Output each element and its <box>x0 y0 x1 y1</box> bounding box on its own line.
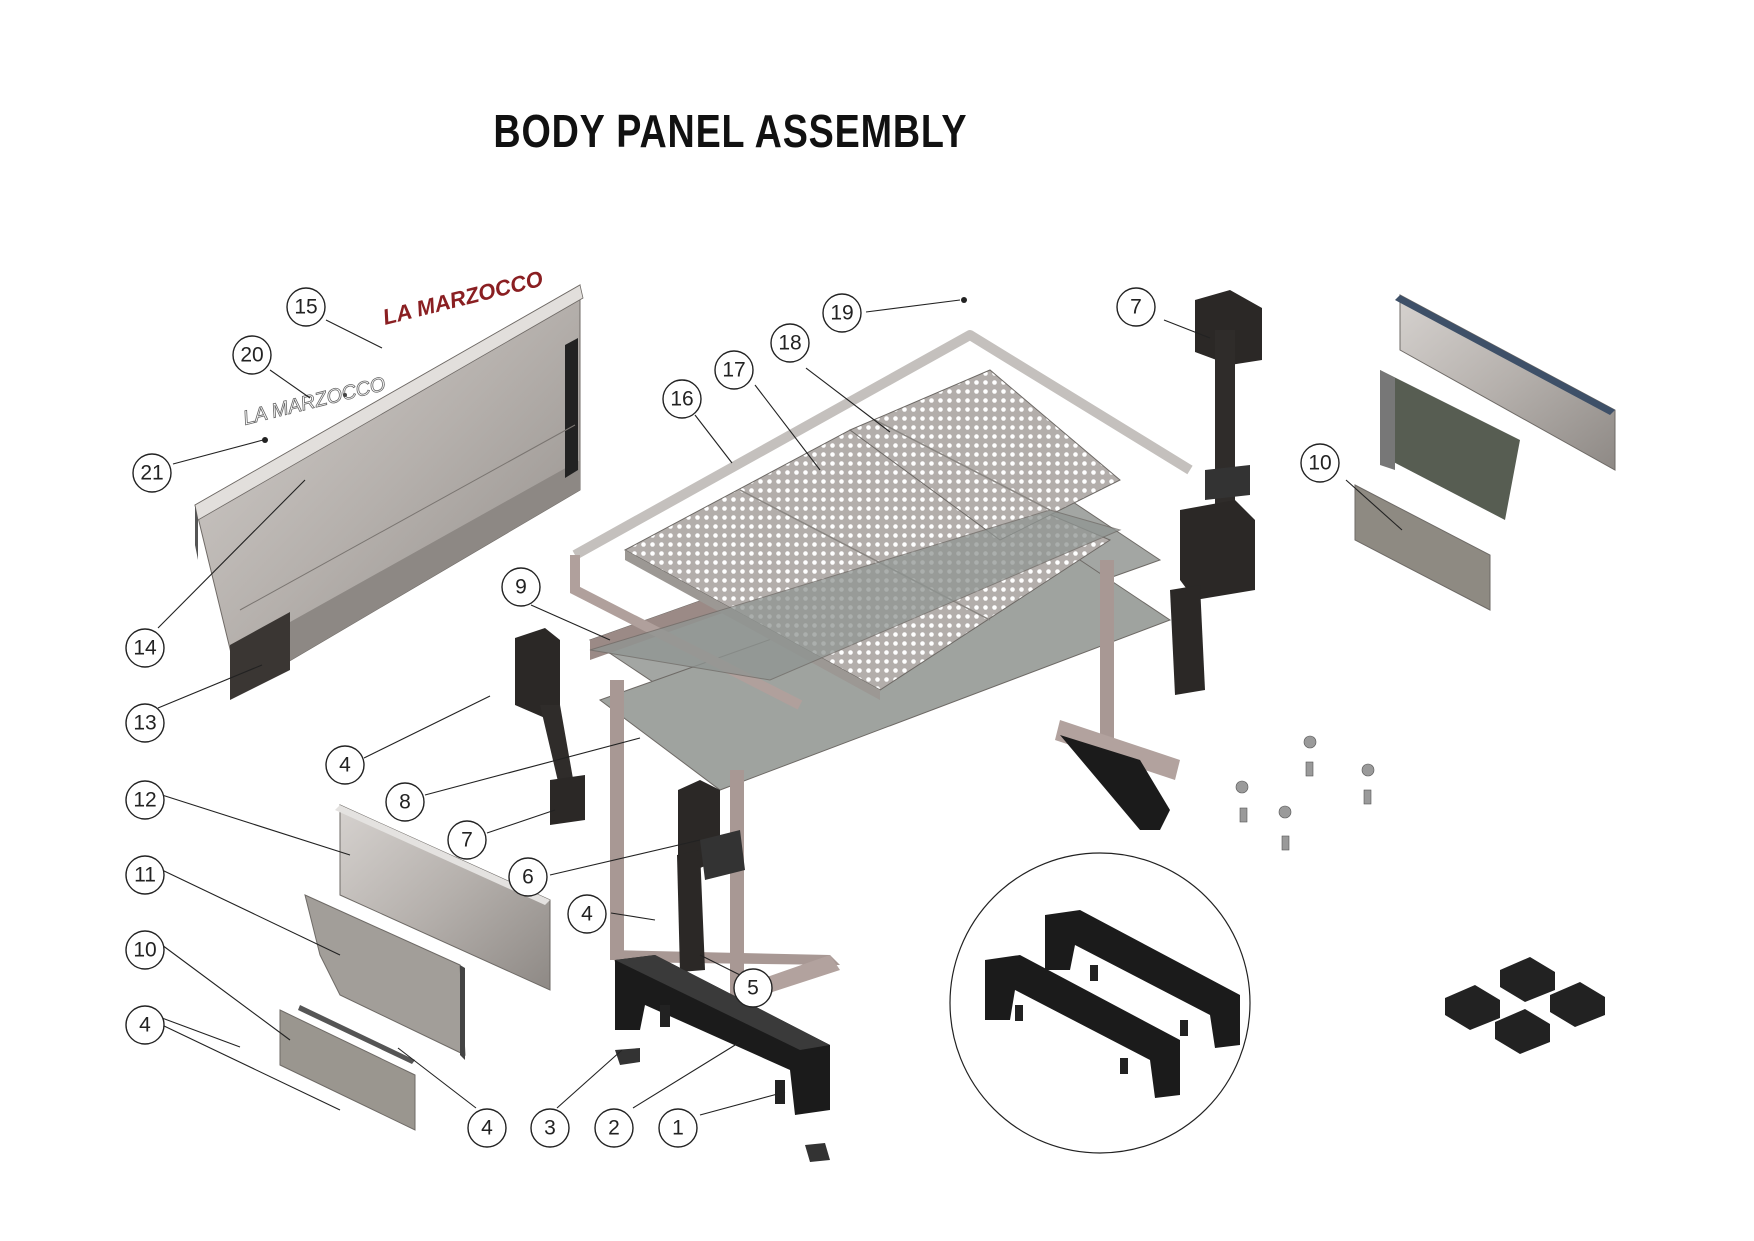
rubber-pads <box>1445 957 1605 1054</box>
callout-6: 6 <box>508 857 548 897</box>
svg-text:15: 15 <box>294 296 317 319</box>
callout-1: 1 <box>658 1108 698 1148</box>
svg-text:5: 5 <box>747 977 759 1000</box>
callout-10-right: 10 <box>1300 443 1340 483</box>
callout-9: 9 <box>501 567 541 607</box>
svg-text:4: 4 <box>339 754 351 777</box>
svg-text:8: 8 <box>399 791 411 814</box>
leader-lines <box>157 299 1403 1116</box>
svg-text:21: 21 <box>140 462 163 485</box>
callout-7-top: 7 <box>1116 287 1156 327</box>
callout-18: 18 <box>770 323 810 363</box>
svg-text:1: 1 <box>672 1117 684 1140</box>
right-side-panel <box>1354 294 1616 611</box>
callout-8: 8 <box>385 782 425 822</box>
callout-19: 19 <box>822 293 862 333</box>
svg-text:20: 20 <box>240 344 263 367</box>
drip-tray-plate <box>589 509 1122 681</box>
callout-3: 3 <box>530 1108 570 1148</box>
svg-text:12: 12 <box>133 789 156 812</box>
svg-text:6: 6 <box>522 866 534 889</box>
callout-4-d: 4 <box>467 1108 507 1148</box>
svg-text:17: 17 <box>722 359 745 382</box>
callout-17: 17 <box>714 350 754 390</box>
callout-15: 15 <box>286 287 326 327</box>
screw-21 <box>262 437 268 443</box>
feet-inset <box>949 852 1251 1154</box>
callout-20: 20 <box>232 335 272 375</box>
svg-text:2: 2 <box>608 1117 620 1140</box>
svg-text:4: 4 <box>481 1117 493 1140</box>
callout-7-left: 7 <box>447 820 487 860</box>
svg-text:7: 7 <box>461 829 473 852</box>
side-bracket-right-top <box>1170 290 1262 695</box>
svg-text:7: 7 <box>1130 296 1142 319</box>
callout-10-left: 10 <box>125 930 165 970</box>
svg-text:11: 11 <box>134 864 156 887</box>
callout-4-b: 4 <box>567 894 607 934</box>
svg-text:13: 13 <box>133 712 156 735</box>
callout-12: 12 <box>125 780 165 820</box>
callout-13: 13 <box>125 703 165 743</box>
callout-4-c: 4 <box>125 1005 165 1045</box>
front-panel-10 <box>279 1005 416 1131</box>
back-panel <box>194 284 584 700</box>
callout-5: 5 <box>733 968 773 1008</box>
side-bracket-left <box>515 628 585 825</box>
svg-text:16: 16 <box>670 388 693 411</box>
callout-16: 16 <box>662 379 702 419</box>
svg-text:4: 4 <box>139 1014 151 1037</box>
perforated-tray <box>623 369 1121 700</box>
svg-text:19: 19 <box>830 302 853 325</box>
screw-19 <box>961 297 967 303</box>
callout-2: 2 <box>594 1108 634 1148</box>
svg-text:4: 4 <box>581 903 593 926</box>
svg-text:14: 14 <box>133 637 157 660</box>
svg-text:3: 3 <box>544 1117 556 1140</box>
screw-20 <box>343 393 347 397</box>
foot-assembly <box>615 955 830 1162</box>
front-panel-12 <box>335 804 551 991</box>
callout-21: 21 <box>132 453 172 493</box>
front-bracket-6 <box>678 780 745 880</box>
svg-text:9: 9 <box>515 576 527 599</box>
fasteners <box>1235 735 1375 851</box>
callout-14: 14 <box>125 628 165 668</box>
front-bracket-5 <box>677 850 705 972</box>
callout-11: 11 <box>125 855 165 895</box>
svg-text:18: 18 <box>778 332 801 355</box>
front-panel-11 <box>304 894 466 1060</box>
svg-text:10: 10 <box>1308 452 1331 475</box>
svg-text:10: 10 <box>133 939 156 962</box>
callout-4-a: 4 <box>325 745 365 785</box>
page-title: BODY PANEL ASSEMBLY <box>493 105 968 157</box>
